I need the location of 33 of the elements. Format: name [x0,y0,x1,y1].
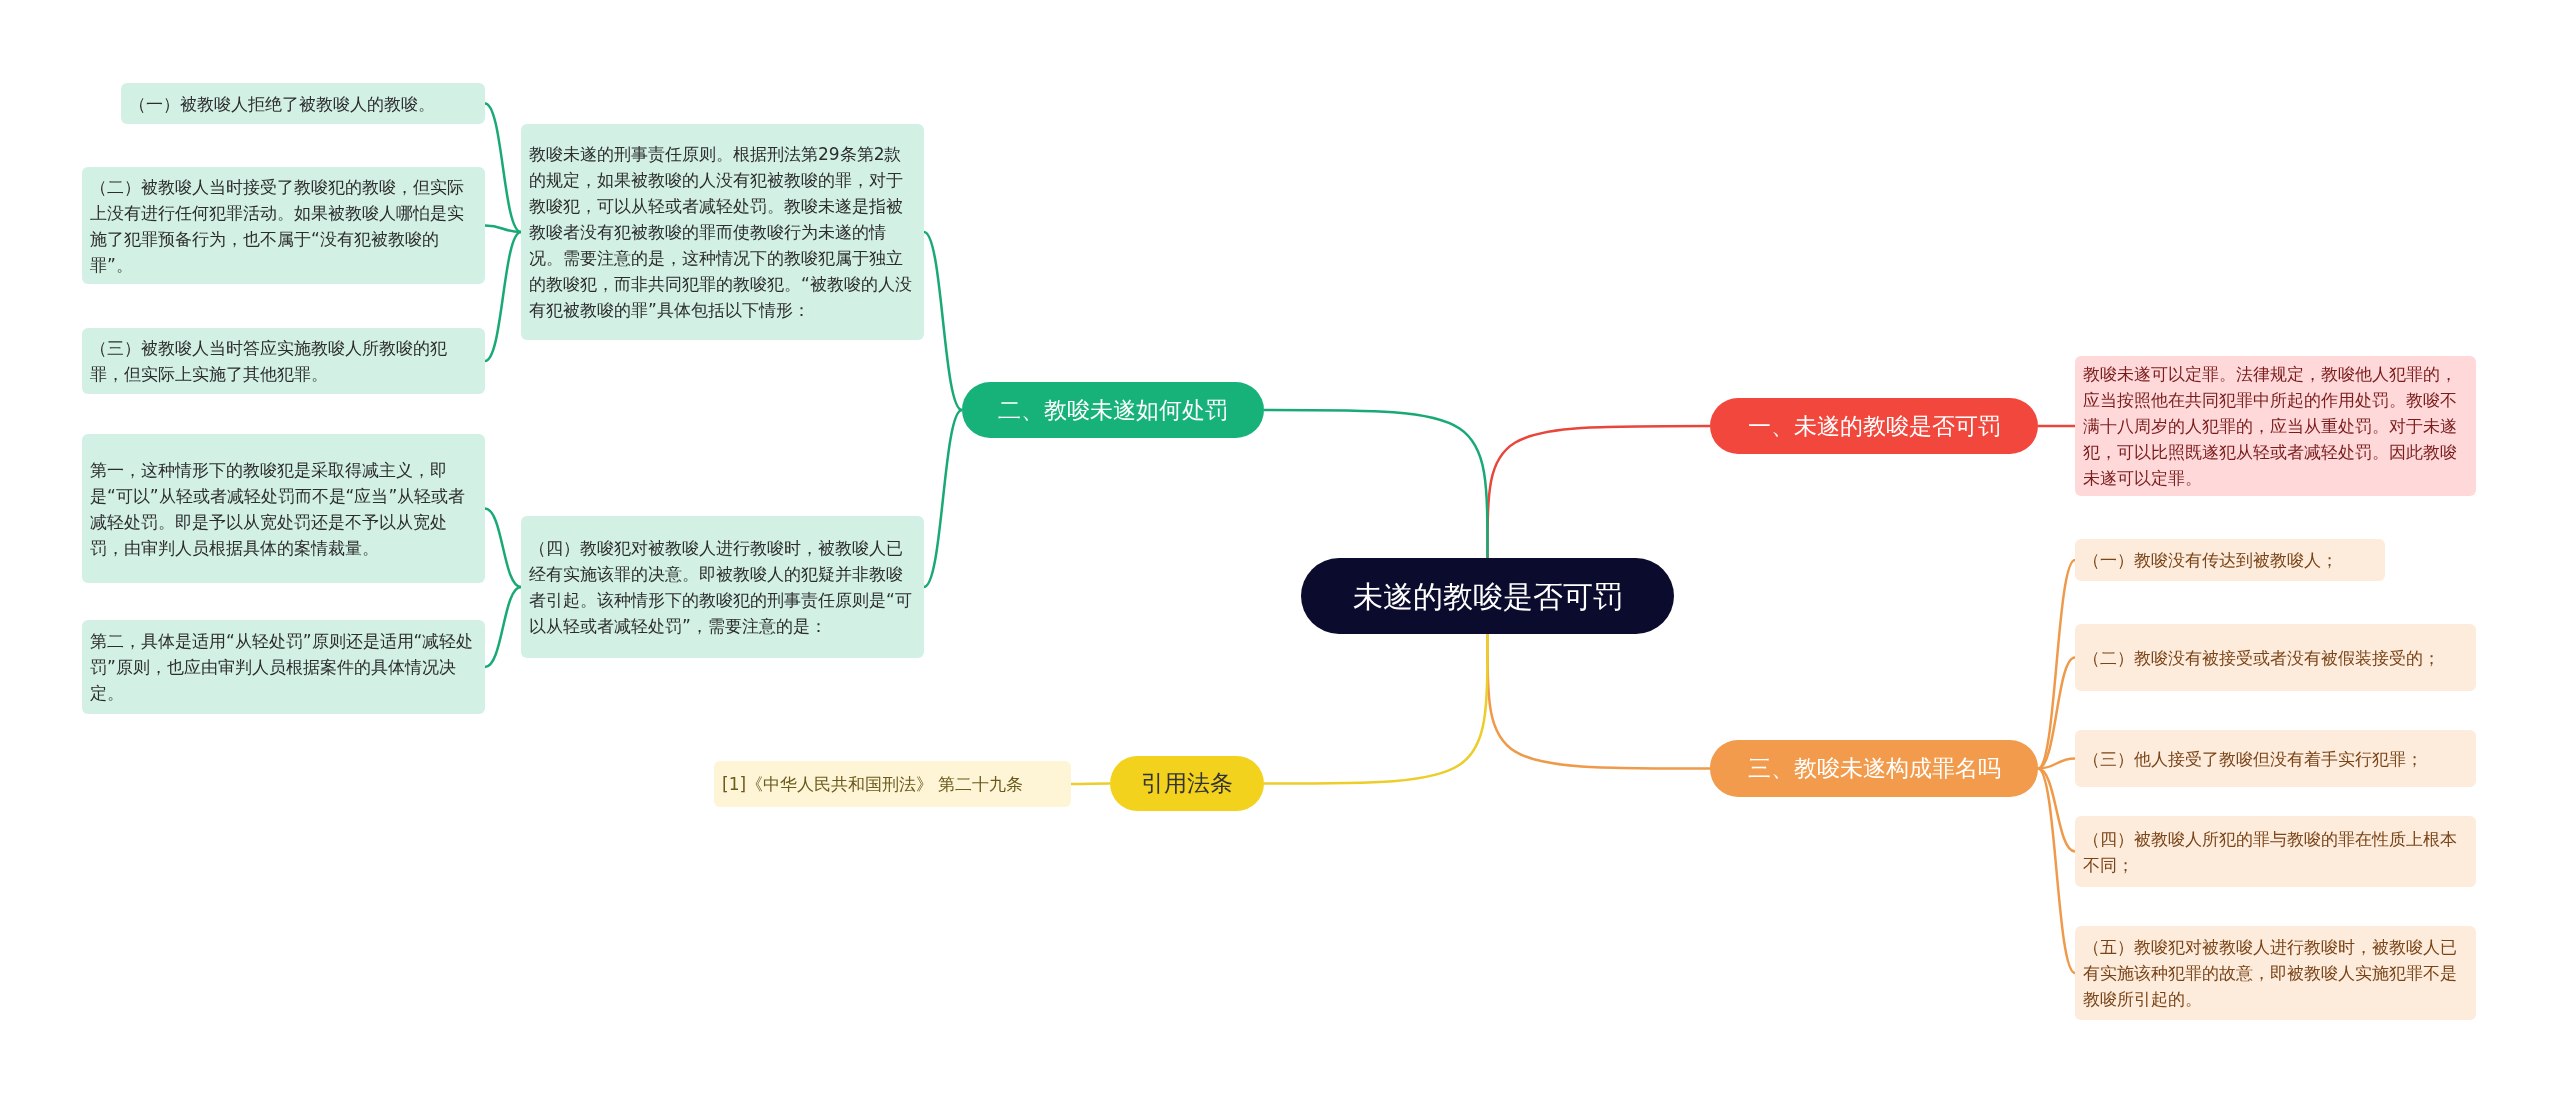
connector [2037,656,2076,770]
topic-card: （二）被教唆人当时接受了教唆犯的教唆，但实际上没有进行任何犯罪活动。如果被教唆人哪怕是实施了犯罪预备行为，也不属于“没有犯被教唆的罪”。 [82,167,485,284]
connector [2038,424,2075,428]
topic-card: （二）教唆没有被接受或者没有被假装接受的； [2075,624,2476,691]
branch-topic: 三、教唆未遂构成罪名吗 [1710,740,2038,797]
connector [1071,782,1110,786]
connector [2037,767,2076,974]
connector [923,231,963,411]
topic-card: （一）被教唆人拒绝了被教唆人的教唆。 [121,83,485,124]
connector [2037,559,2076,770]
topic-card: 教唆未遂可以定罪。法律规定，教唆他人犯罪的，应当按照他在共同犯罪中所起的作用处罚。教唆不满十八周岁的人犯罪的，应当从重处罚。对于未遂犯，可以比照既遂犯从轻或者减轻处罚。因此教唆未遂可以定罪。 [2075,356,2476,496]
connector [484,224,522,234]
topic-card: （一）教唆没有传达到被教唆人； [2075,539,2385,581]
topic-card: （五）教唆犯对被教唆人进行教唆时，被教唆人已有实施该种犯罪的故意，即被教唆人实施犯罪不是教唆所引起的。 [2075,926,2476,1020]
branch-topic: 引用法条 [1110,756,1264,811]
central-topic: 未遂的教唆是否可罚 [1301,558,1674,634]
topic-card: （四）被教唆人所犯的罪与教唆的罪在性质上根本不同； [2075,816,2476,887]
topic-card: [1]《中华人民共和国刑法》 第二十九条 [714,761,1071,807]
topic-card: （三）他人接受了教唆但没有着手实行犯罪； [2075,730,2476,787]
topic-card: 教唆未遂的刑事责任原则。根据刑法第29条第2款的规定，如果被教唆的人没有犯被教唆的罪，对于教唆犯，可以从轻或者减轻处罚。教唆未遂是指被教唆者没有犯被教唆的罪而使教唆行为未遂的情况。需要注意的是，这种情况下的教唆犯属于独立的教唆犯，而非共同犯罪的教唆犯。“被教唆的人没有犯被教唆的罪”具体包括以下情形： [521,124,924,340]
connector [484,585,522,669]
branch-topic: 二、教唆未遂如何处罚 [962,382,1264,438]
connector [484,102,522,234]
branch-topic: 一、未遂的教唆是否可罚 [1710,398,2038,454]
topic-card: （四）教唆犯对被教唆人进行教唆时，被教唆人已经有实施该罪的决意。即被教唆人的犯疑并非教唆者引起。该种情形下的教唆犯的刑事责任原则是“可以从轻或者减轻处罚”，需要注意的是： [521,516,924,658]
connector [484,230,522,363]
connector [923,409,963,588]
connector [1264,634,1489,785]
topic-card: 第二，具体是适用“从轻处罚”原则还是适用“减轻处罚”原则，也应由审判人员根据案件的具体情况决定。 [82,620,485,714]
topic-card: 第一，这种情形下的教唆犯是采取得减主义，即是“可以”从轻或者减轻处罚而不是“应当”从轻或者减轻处罚。即是予以从宽处罚还是不予以从宽处罚，由审判人员根据具体的案情裁量。 [82,434,485,583]
connector [484,507,522,589]
topic-card: （三）被教唆人当时答应实施教唆人所教唆的犯罪，但实际上实施了其他犯罪。 [82,328,485,394]
connector [1264,408,1489,558]
